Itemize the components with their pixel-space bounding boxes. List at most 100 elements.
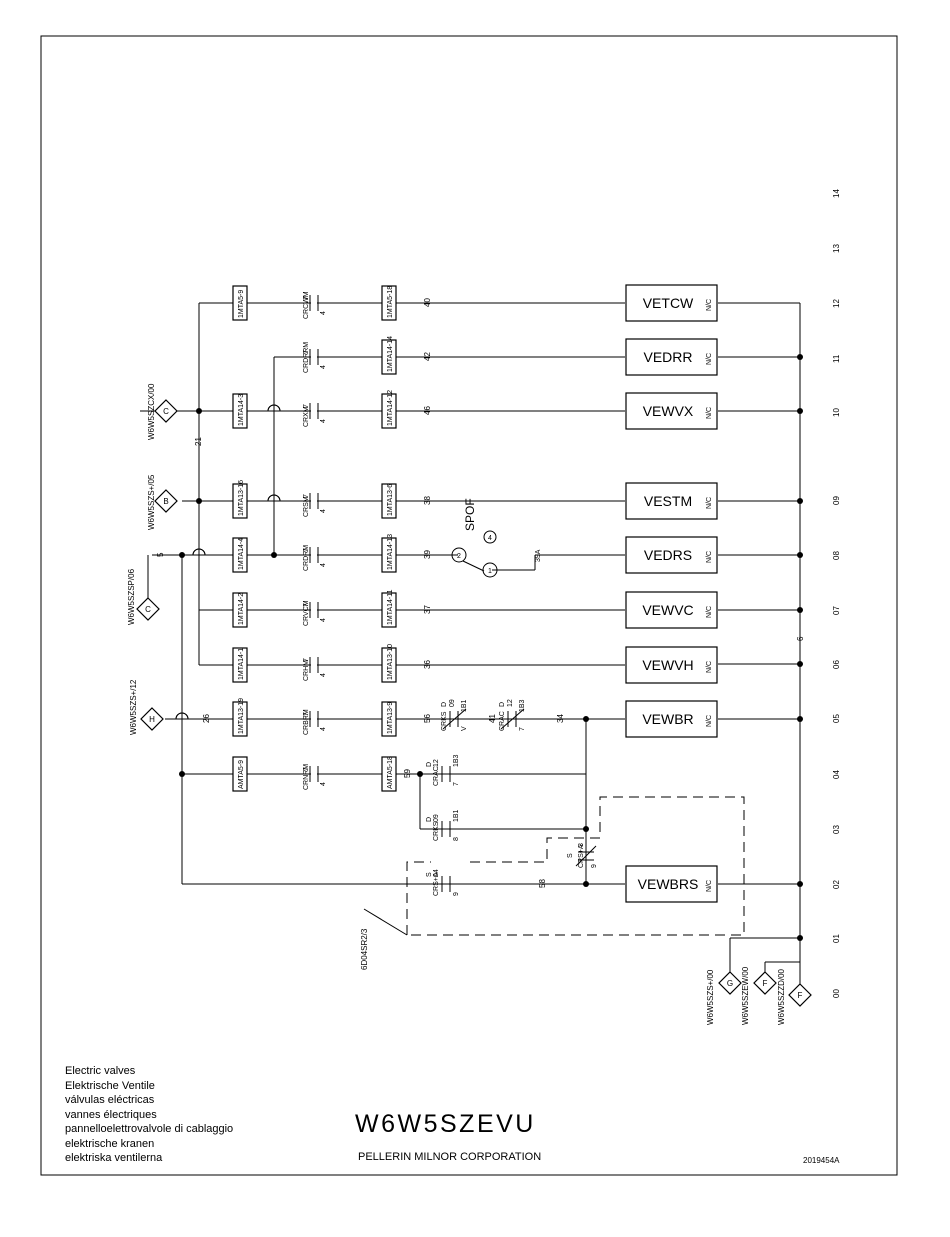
valve-type: N/C — [706, 661, 713, 673]
row-number: 02 — [832, 880, 841, 889]
terminal-in-label: 1MTA13-16 — [238, 480, 245, 516]
contact-pin-bottom: 4 — [320, 311, 327, 315]
row-number: 14 — [832, 189, 841, 198]
wire-label-41: 41 — [488, 714, 497, 723]
wire-number: 56 — [423, 714, 432, 723]
legend-line: pannelloelettrovalvole di cablaggio — [65, 1123, 234, 1135]
contact-pin-bottom: 4 — [320, 782, 327, 786]
contact-pin-top: 7 — [303, 350, 310, 354]
svg-text:W6W5SZCX/00: W6W5SZCX/00 — [147, 383, 156, 440]
row-number: 08 — [832, 551, 841, 560]
contact-crac-row4: D 12 CRAC 7 1B3 — [426, 754, 460, 786]
svg-text:8: 8 — [453, 837, 460, 841]
contact-pin-top: 7 — [303, 712, 310, 716]
row-number: 07 — [832, 606, 841, 615]
valve-vewvh: VEWVH N/C — [625, 646, 718, 684]
svg-text:B: B — [163, 497, 168, 506]
legend-line: Electric valves — [65, 1065, 136, 1077]
contact-pin-top: 7 — [303, 494, 310, 498]
svg-text:D: D — [441, 702, 448, 707]
document-number: 2019454A — [803, 1156, 840, 1165]
terminal-out-label: 1MTA14-12 — [387, 390, 394, 426]
contact-label: CRNRM — [303, 764, 310, 790]
svg-text:1B3: 1B3 — [453, 754, 460, 767]
terminal-in-label: 1MTA14-1 — [238, 648, 245, 680]
contact-label: CRDRRM — [303, 342, 310, 373]
terminal-in-label: 1MTA13-19 — [238, 698, 245, 734]
valve-type: N/C — [706, 353, 713, 365]
sheet-border — [40, 35, 898, 1176]
legend-line: vannes électriques — [65, 1108, 157, 1121]
svg-text:SPOF: SPOF — [463, 498, 477, 531]
relay-dashed-group: 6D04SR2/3 — [360, 796, 745, 970]
svg-text:CRKS: CRKS — [433, 821, 440, 841]
terminal-out-label: 1MTA14-11 — [387, 589, 394, 625]
svg-text:1B3: 1B3 — [519, 699, 526, 712]
svg-text:W6W5SZZD/00: W6W5SZZD/00 — [777, 968, 786, 1025]
module-ref: 6D04SR2/3 — [360, 928, 369, 970]
svg-text:12: 12 — [507, 699, 514, 707]
wire-label-34: 34 — [556, 714, 565, 723]
valve-type: N/C — [706, 880, 713, 892]
svg-text:H: H — [149, 715, 155, 724]
wire-label-21: 21 — [194, 437, 203, 446]
legend-line: Elektrische Ventile — [65, 1079, 155, 1092]
terminal-in-label: 1MTA5-9 — [238, 290, 245, 318]
terminal-out-label: 1MTA13-9 — [387, 702, 394, 734]
svg-text:C: C — [163, 407, 169, 416]
svg-text:3: 3 — [578, 843, 585, 847]
wire-number: 36 — [423, 660, 432, 669]
terminal-out-label: AMTA5-18 — [387, 756, 394, 789]
contact-pin-bottom: 4 — [320, 727, 327, 731]
svg-text:C: C — [145, 605, 151, 614]
contact-crks-row5: D 09 CRKS V 1B1 — [441, 699, 468, 731]
row-number: 01 — [832, 934, 841, 943]
wire-label-58: 58 — [538, 879, 547, 888]
ref-diamond-ew: F W6W5SZEW/00 — [741, 966, 777, 1025]
row-number: 11 — [832, 354, 841, 363]
contact-pin-top: 7 — [303, 548, 310, 552]
ref-diamond-zd: F W6W5SZZD/00 — [777, 968, 812, 1025]
svg-text:CRS+A: CRS+A — [578, 844, 585, 868]
row-number: 10 — [832, 408, 841, 417]
legend-line: elektriska ventilerna — [65, 1152, 163, 1164]
valve-label: VEWBRS — [638, 876, 699, 892]
contact-pin-bottom: 4 — [320, 365, 327, 369]
ref-diamond-cz: C W6W5SZCX/00 — [140, 383, 178, 440]
wire-label-39a: 39A — [535, 549, 542, 562]
contact-pin-bottom: 4 — [320, 419, 327, 423]
wire-label-6: 6 — [796, 636, 805, 641]
svg-text:D: D — [499, 702, 506, 707]
contact-label: CRCWM — [303, 291, 310, 319]
contact-pin-bottom: 4 — [320, 673, 327, 677]
svg-text:V: V — [461, 726, 468, 731]
valve-label: VEWVH — [642, 657, 693, 673]
terminal-out-label: 1MTA13-6 — [387, 484, 394, 516]
contact-label: CRBRM — [303, 709, 310, 735]
svg-text:4: 4 — [488, 535, 492, 542]
wire-label-59: 59 — [403, 769, 412, 778]
valve-type: N/C — [706, 715, 713, 727]
wire-number: 38 — [423, 496, 432, 505]
svg-text:09: 09 — [449, 699, 456, 707]
valve-label: VEDRR — [643, 349, 692, 365]
svg-text:1B1: 1B1 — [461, 699, 468, 712]
terminal-out-label: 1MTA13-10 — [387, 644, 394, 680]
valve-label: VESTM — [644, 493, 692, 509]
valve-vedrr: VEDRR N/C — [625, 338, 718, 376]
wire-label-26: 26 — [202, 714, 211, 723]
svg-text:7: 7 — [519, 727, 526, 731]
svg-text:W6W5SZSP/06: W6W5SZSP/06 — [127, 568, 136, 625]
svg-text:CRS+A: CRS+A — [433, 872, 440, 896]
ref-diamond-sp: C W6W5SZSP/06 — [127, 555, 160, 625]
